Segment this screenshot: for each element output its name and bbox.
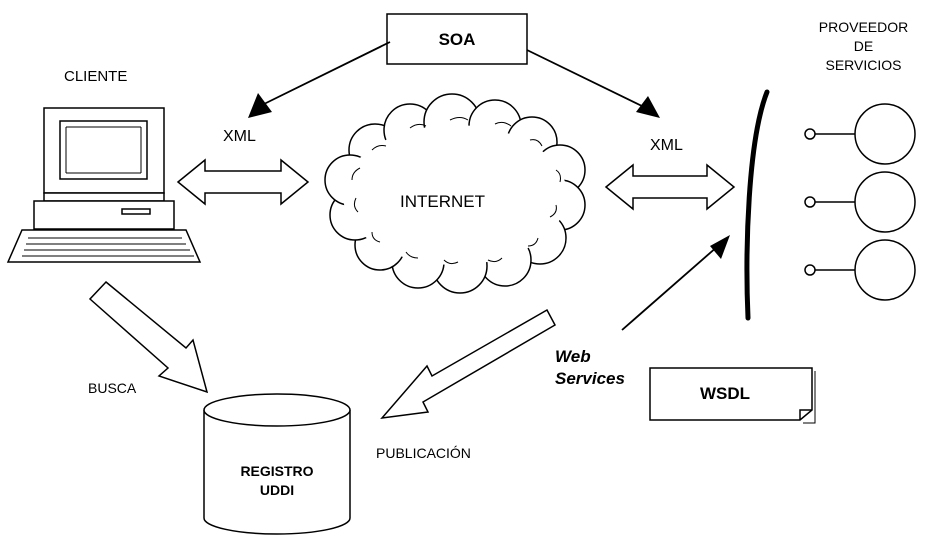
web-services-label-line: Web	[555, 347, 591, 366]
proveedor-label: PROVEEDOR DE SERVICIOS	[800, 18, 927, 75]
computer-icon	[6, 107, 202, 263]
web-services-label: Web Services	[555, 346, 625, 390]
registro-uddi-label-line: UDDI	[259, 482, 295, 498]
service-node	[804, 103, 916, 165]
busca-arrow	[88, 280, 209, 394]
proveedor-label-line: PROVEEDOR	[818, 19, 909, 35]
left-double-arrow	[176, 158, 310, 206]
cliente-label: CLIENTE	[64, 68, 128, 85]
soa-to-cliente-arrow	[248, 41, 391, 118]
xml-left-label: XML	[223, 128, 256, 145]
service-node	[804, 171, 916, 233]
internet-label: INTERNET	[400, 192, 485, 211]
xml-right-label: XML	[650, 137, 683, 154]
wsdl-label: WSDL	[699, 384, 751, 403]
publicacion-label: PUBLICACIÓN	[376, 445, 471, 461]
soa-label: SOA	[438, 30, 476, 49]
registro-uddi-label: REGISTRO UDDI	[204, 462, 350, 500]
soa-to-proveedor-arrow	[526, 49, 660, 118]
proveedor-label-line: SERVICIOS	[825, 57, 902, 73]
web-services-label-line: Services	[555, 369, 625, 388]
wsdl-document	[649, 367, 816, 424]
web-services-arrow	[621, 235, 730, 331]
registro-uddi-label-line: REGISTRO	[240, 463, 314, 479]
proveedor-label-line: DE	[853, 38, 874, 54]
proveedor-bracket	[744, 89, 770, 321]
busca-label: BUSCA	[88, 380, 137, 396]
internet-cloud	[324, 93, 586, 294]
right-double-arrow	[604, 163, 736, 211]
service-node	[804, 239, 916, 301]
registro-uddi-cylinder	[203, 393, 351, 535]
publicacion-arrow	[380, 308, 557, 419]
soa-box	[386, 13, 528, 65]
